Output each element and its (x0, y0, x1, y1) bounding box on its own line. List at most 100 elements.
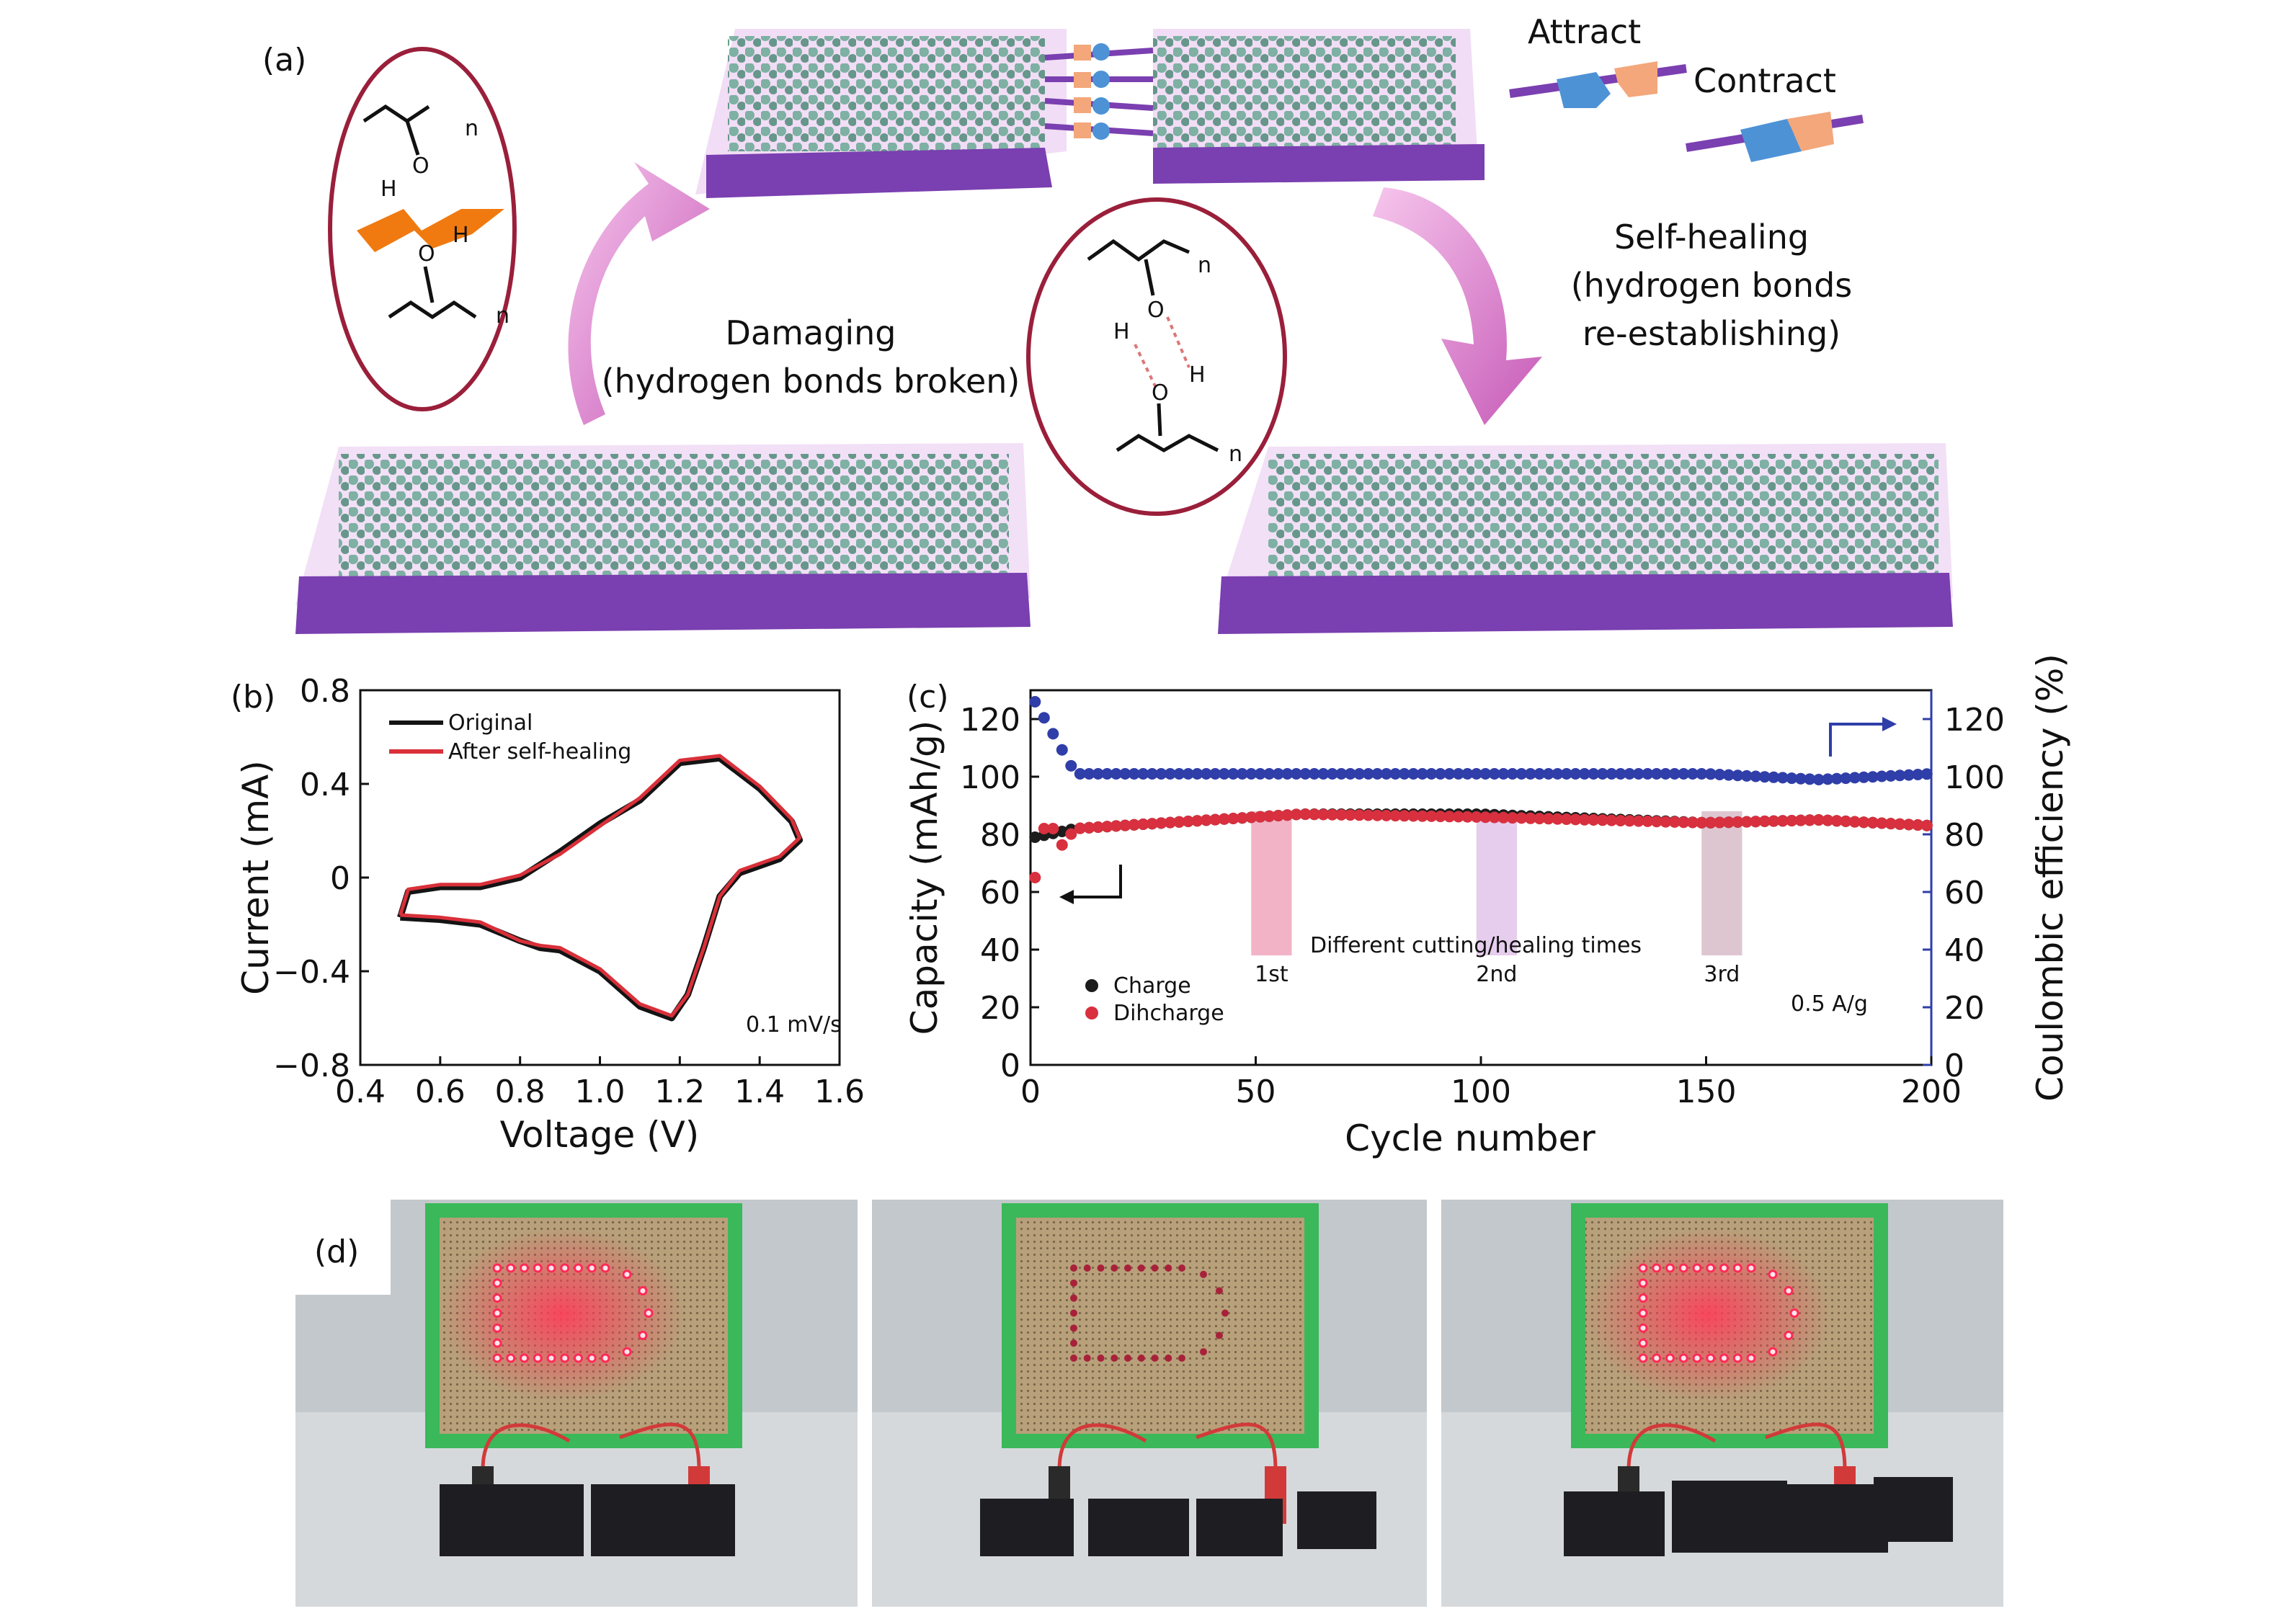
contract-label: Contract (1693, 61, 1836, 100)
attract-diagram: Attract Contract (1509, 12, 1864, 162)
chem-o-3: O (1147, 298, 1165, 323)
point-dihcharge (1902, 818, 1915, 831)
cv-y-tick-label: −0.8 (273, 1048, 350, 1084)
led-dot (1097, 1355, 1105, 1362)
point-dihcharge (1660, 816, 1672, 828)
point-coulombic-efficiency (1056, 744, 1068, 756)
battery-piece (1088, 1499, 1189, 1556)
led-dot (1070, 1339, 1077, 1347)
led-dot (492, 1263, 502, 1273)
point-coulombic-efficiency (1362, 768, 1374, 780)
battery-piece (980, 1499, 1074, 1556)
legend-healed: After self-healing (448, 739, 631, 764)
led-dot (1732, 1353, 1742, 1363)
point-coulombic-efficiency (1830, 772, 1843, 785)
point-coulombic-efficiency (1822, 773, 1834, 785)
point-coulombic-efficiency (1534, 768, 1546, 780)
point-dihcharge (1768, 815, 1780, 827)
led-dot (1124, 1355, 1131, 1362)
led-dot (492, 1293, 502, 1303)
cv-x-tick-label: 0.6 (415, 1074, 466, 1110)
point-dihcharge (1794, 814, 1807, 826)
led-dot (622, 1270, 632, 1280)
point-dihcharge (1884, 818, 1897, 830)
led-dot (546, 1263, 556, 1273)
point-dihcharge (1074, 822, 1086, 834)
point-coulombic-efficiency (1173, 768, 1185, 780)
led-dot (506, 1263, 516, 1273)
point-dihcharge (1840, 815, 1852, 827)
point-coulombic-efficiency (1614, 768, 1626, 780)
ce-y-tick-label: 0 (1944, 1048, 1964, 1084)
point-coulombic-efficiency (1768, 771, 1780, 783)
left-axis-pointer-icon (1067, 865, 1122, 898)
point-coulombic-efficiency (1732, 769, 1744, 782)
led-dot (1706, 1353, 1716, 1363)
point-dihcharge (1425, 810, 1438, 822)
point-coulombic-efficiency (1515, 768, 1528, 780)
point-coulombic-efficiency (1678, 768, 1690, 780)
point-coulombic-efficiency (1660, 768, 1672, 780)
point-dihcharge (1155, 817, 1167, 829)
battery-piece (440, 1484, 584, 1556)
led-dot (506, 1353, 516, 1363)
point-coulombic-efficiency (1452, 768, 1464, 780)
point-dihcharge (1776, 815, 1789, 827)
chem-n-4: n (1229, 442, 1242, 467)
point-dihcharge (1200, 814, 1212, 826)
point-dihcharge (1614, 815, 1626, 826)
led-dot (622, 1347, 632, 1357)
cv-x-tick-label: 0.8 (495, 1074, 546, 1110)
point-dihcharge (1588, 814, 1600, 826)
led-dot (1678, 1353, 1688, 1363)
battery-piece (1874, 1477, 1953, 1542)
cycle-x-tick-label: 200 (1901, 1074, 1962, 1110)
point-coulombic-efficiency (1128, 768, 1140, 780)
cv-y-tick-label: 0.4 (300, 767, 350, 803)
cycling-y-title: Capacity (mAh/g) (904, 720, 945, 1035)
ce-y-tick-label: 120 (1944, 702, 2005, 739)
led-dot (1746, 1263, 1756, 1273)
point-coulombic-efficiency (1065, 759, 1077, 772)
point-dihcharge (1822, 814, 1834, 826)
cv-x-tick-label: 0.4 (335, 1074, 386, 1110)
led-dot (1097, 1264, 1105, 1272)
point-coulombic-efficiency (1804, 773, 1816, 785)
led-dot (1746, 1353, 1756, 1363)
led-dot (1732, 1263, 1742, 1273)
point-coulombic-efficiency (1083, 768, 1095, 780)
point-coulombic-efficiency (1290, 768, 1302, 780)
battery-piece (1297, 1491, 1376, 1549)
point-coulombic-efficiency (1866, 771, 1879, 783)
point-dihcharge (1191, 815, 1203, 827)
damaging-detail: (hydrogen bonds broken) (602, 362, 1020, 401)
point-coulombic-efficiency (1272, 768, 1284, 780)
point-dihcharge (1227, 813, 1239, 824)
led-dot (1789, 1308, 1799, 1318)
point-coulombic-efficiency (1570, 768, 1582, 780)
led-dot (1070, 1355, 1077, 1362)
point-coulombic-efficiency (1353, 768, 1366, 780)
chem-o-1: O (412, 153, 429, 179)
damage-arrow-icon (568, 162, 710, 425)
led-dot (1070, 1279, 1077, 1287)
point-dihcharge (1668, 816, 1681, 828)
point-dihcharge (1389, 810, 1402, 822)
point-coulombic-efficiency (1227, 768, 1239, 780)
point-dihcharge (1119, 819, 1131, 831)
point-dihcharge (1642, 815, 1654, 827)
point-dihcharge (1479, 811, 1492, 824)
point-charge (1029, 831, 1041, 843)
cycling-y2-title: Coulombic efficiency (%) (2029, 653, 2071, 1102)
point-coulombic-efficiency (1542, 768, 1554, 780)
capacity-y-tick-label: 60 (980, 875, 1020, 911)
point-coulombic-efficiency (1326, 768, 1338, 780)
cv-y-tick-label: 0 (330, 860, 350, 897)
point-dihcharge (1398, 810, 1410, 822)
cv-x-tick-label: 1.2 (654, 1074, 705, 1110)
led-dot (644, 1308, 654, 1318)
point-coulombic-efficiency (1308, 768, 1320, 780)
point-coulombic-efficiency (1902, 769, 1915, 781)
